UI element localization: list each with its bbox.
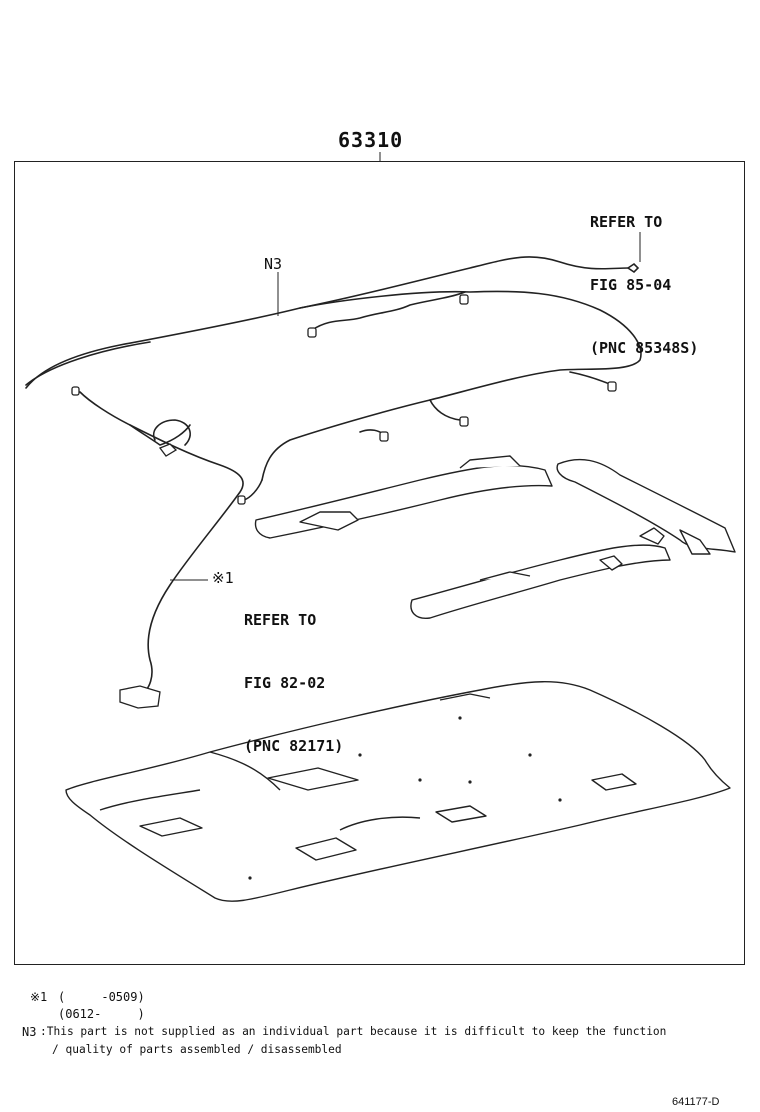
- footnote-n3-line1: :This part is not supplied as an individ…: [40, 1025, 667, 1038]
- roof-headliner: [65, 681, 731, 902]
- callout-line: FIG 82-02: [244, 674, 326, 692]
- callout-line: REFER TO: [590, 213, 663, 231]
- harness-connectors: [71, 294, 617, 709]
- footnote-n3-line2: / quality of parts assembled / disassemb…: [52, 1043, 342, 1056]
- footnote-mark-1: ※1: [30, 990, 48, 1004]
- n3-callout: N3: [264, 255, 283, 273]
- roof-rails: [254, 455, 736, 619]
- refer-callout-left-middle: REFER TO FIG 82-02 (PNC 82171): [244, 568, 343, 799]
- figure-code: 641177-D: [672, 1096, 720, 1108]
- part-number-title: 63310: [338, 128, 404, 152]
- footnote-1-line2: (0612- ): [58, 1007, 145, 1021]
- callout-line: REFER TO: [244, 611, 317, 629]
- footnote-1-line1: ( -0509): [58, 990, 145, 1004]
- roof-wire-harness: [25, 256, 642, 696]
- callout-line: FIG 85-04: [590, 276, 672, 294]
- headliner-clips: [248, 716, 562, 880]
- callout-mark: ※1: [212, 569, 234, 587]
- footnote-n3-mark: N3: [22, 1025, 37, 1039]
- diagram-frame: [14, 161, 745, 965]
- callout-line: (PNC 85348S): [590, 339, 699, 357]
- refer-callout-top-right: REFER TO FIG 85-04 (PNC 85348S): [590, 170, 698, 401]
- callout-line: (PNC 82171): [244, 737, 344, 755]
